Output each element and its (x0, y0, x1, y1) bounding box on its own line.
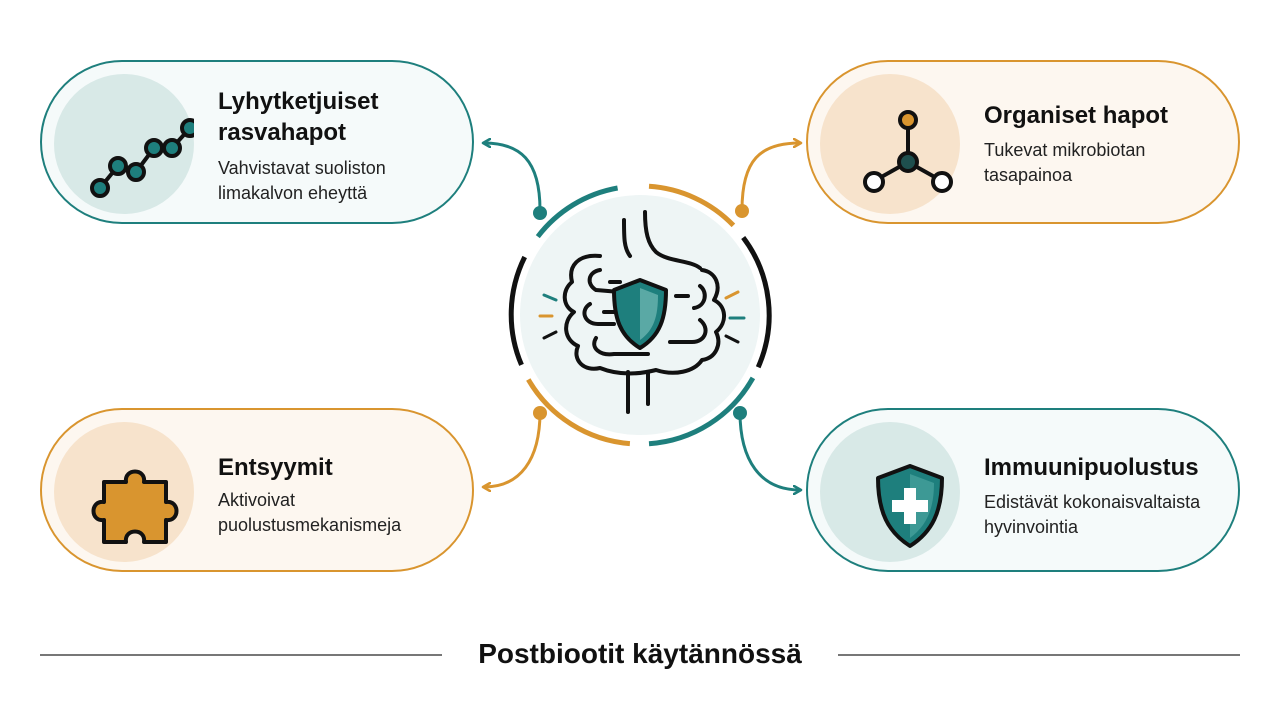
junction-dot (533, 406, 547, 420)
card-organic-acids: Organiset hapot Tukevat mikrobiotan tasa… (806, 60, 1240, 224)
card-title: Entsyymit (218, 454, 333, 481)
card-title: Immuunipuolustus (984, 454, 1199, 481)
card-description: Tukevat mikrobiotan tasapainoa (984, 140, 1146, 185)
ring-arc-top-left (535, 185, 619, 239)
card-description: Edistävät kokonaisvaltaista hyvinvointia (984, 492, 1201, 537)
card-immune-defense: Immuunipuolustus Edistävät kokonaisvalta… (806, 408, 1240, 572)
ring-arc-bottom-left (526, 378, 631, 447)
card-short-chain-fatty-acids: Lyhytketjuiset rasvahapot Vahvistavat su… (40, 60, 474, 224)
card-description: Aktivoivat puolustusmekanismeja (218, 490, 402, 535)
shield-plus-icon (876, 464, 944, 548)
card-title: Organiset hapot (984, 102, 1169, 129)
card-description: Vahvistavat suoliston limakalvon eheyttä (218, 158, 386, 203)
junction-dot (735, 204, 749, 218)
ring-arc-top-right (648, 183, 736, 228)
footer-divider-right (838, 654, 1240, 656)
card-enzymes: Entsyymit Aktivoivat puolustusmekanismej… (40, 408, 474, 572)
puzzle-piece-icon (91, 469, 179, 544)
connector-to-bottom-right (738, 410, 800, 490)
intestine-shield-icon (562, 210, 726, 414)
connector-to-top-left (484, 143, 542, 212)
junction-dot (733, 406, 747, 420)
junction-dot (533, 206, 547, 220)
ring-arc-bottom-right (648, 376, 756, 447)
footer-title: Postbiootit käytännössä (478, 638, 802, 669)
molecule-chain-icon (90, 118, 194, 198)
connector-to-top-right (740, 143, 800, 212)
ring-arc-right (741, 235, 772, 369)
connector-to-bottom-left (484, 410, 542, 487)
card-title: Lyhytketjuiset rasvahapot (218, 88, 379, 146)
ring-arc-left (508, 255, 527, 366)
footer-divider-left (40, 654, 442, 656)
molecule-icon (863, 110, 953, 193)
